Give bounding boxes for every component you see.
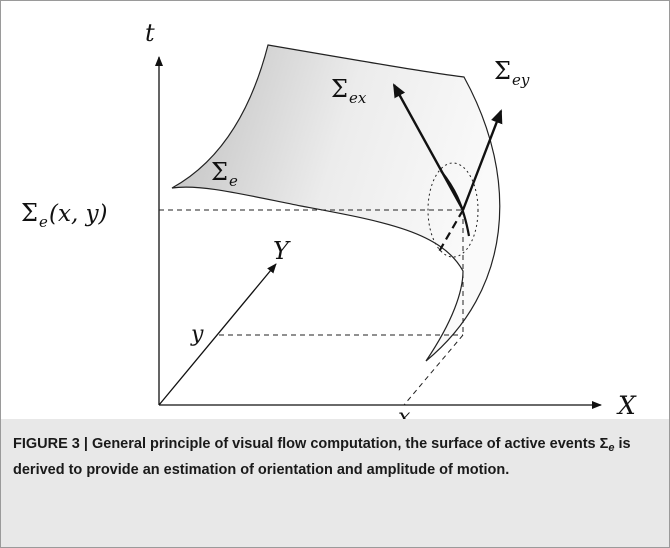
svg-text:e: e xyxy=(229,172,238,190)
svg-text:(x, y): (x, y) xyxy=(49,201,108,227)
surface-label: Σ e xyxy=(211,158,238,190)
gradient-ey-arrow xyxy=(461,109,503,211)
svg-text:Σ: Σ xyxy=(21,199,38,227)
axis-t-label: t xyxy=(145,19,155,47)
svg-text:Σ: Σ xyxy=(211,158,228,186)
neighbourhood-ellipse xyxy=(427,162,479,258)
local-tangent-dashed xyxy=(436,209,464,256)
svg-text:ey: ey xyxy=(512,71,530,89)
caption-lead: FIGURE 3 | General principle of visual f… xyxy=(13,436,600,452)
visual-flow-diagram: t X Y x y Σ e Σ e (x, y) Σ ex Σ ey xyxy=(21,19,637,419)
tick-y-label: y xyxy=(190,322,204,347)
gradient-ey-label: Σ ey xyxy=(494,57,530,89)
figure-caption: FIGURE 3 | General principle of visual f… xyxy=(1,419,669,547)
svg-text:ex: ex xyxy=(349,89,367,107)
caption-symbol: Σ xyxy=(599,436,609,452)
axis-x-label: X xyxy=(616,391,637,419)
svg-text:e: e xyxy=(39,213,48,231)
y-axis xyxy=(158,263,277,406)
gradient-ex-arrow xyxy=(392,83,465,211)
axis-y-label: Y xyxy=(273,237,291,265)
gradient-ex-label: Σ ex xyxy=(331,75,367,107)
event-surface xyxy=(171,44,501,362)
caption-symbol-sub: e xyxy=(608,442,615,454)
svg-text:Σ: Σ xyxy=(494,57,511,85)
point-value-label: Σ e (x, y) xyxy=(21,199,108,231)
caption-tail: is derived to provide an estimation of o… xyxy=(13,436,631,478)
svg-text:Σ: Σ xyxy=(331,75,348,103)
tick-x-label: x xyxy=(398,405,411,419)
projection-lines xyxy=(159,209,464,406)
